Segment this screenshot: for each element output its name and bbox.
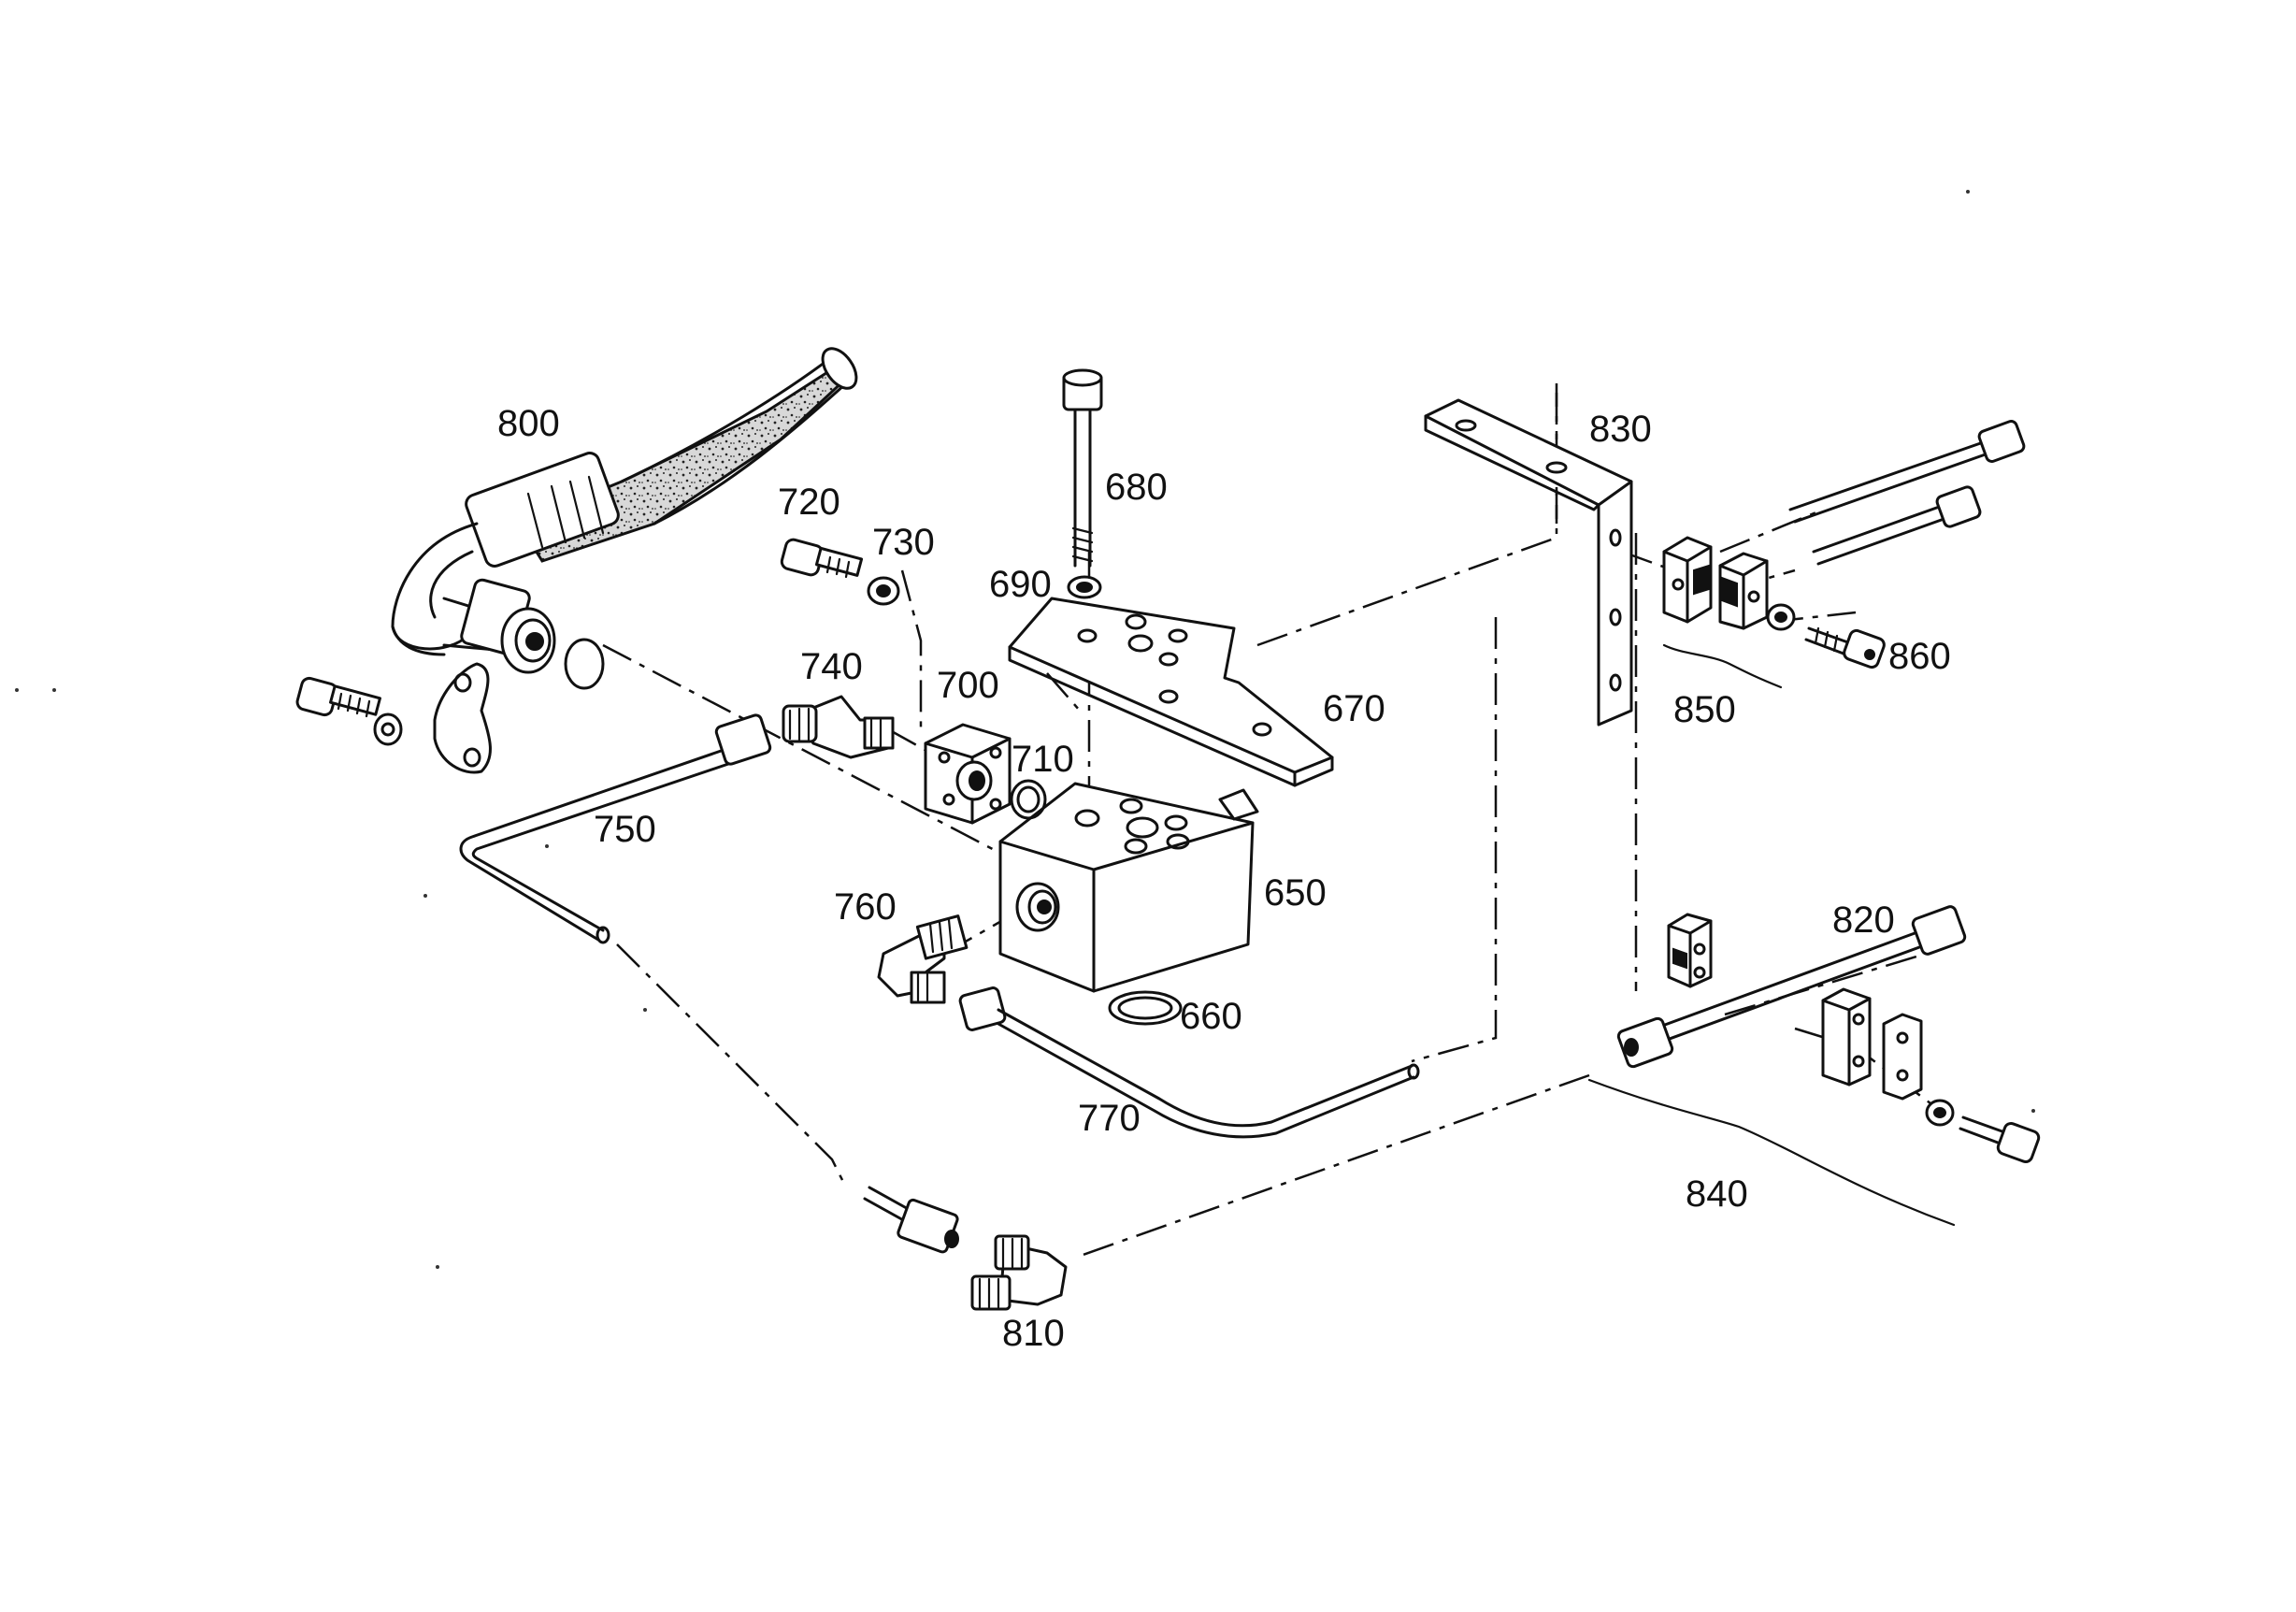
label-810: 810 <box>1002 1313 1065 1354</box>
label-720: 720 <box>778 482 840 523</box>
clamp-850 <box>1662 536 1783 689</box>
tube-770 <box>958 986 1420 1139</box>
bolt-680 <box>1062 368 1103 568</box>
label-850: 850 <box>1673 689 1736 730</box>
valve-block-650 <box>998 782 1259 993</box>
label-760: 760 <box>834 886 897 928</box>
flange-block-700 <box>924 723 1012 825</box>
label-710: 710 <box>1012 739 1074 780</box>
label-730: 730 <box>872 522 935 563</box>
label-800: 800 <box>497 403 560 444</box>
part-labels: 800 720 730 680 690 740 700 710 750 670 … <box>497 403 1951 1354</box>
elbow-fitting-760 <box>877 914 969 1004</box>
paper-specks <box>15 190 2035 1269</box>
screw-720 <box>780 538 864 579</box>
label-860: 860 <box>1888 636 1951 677</box>
hose-assembly-800 <box>391 347 858 690</box>
label-700: 700 <box>937 665 999 706</box>
washer-730 <box>867 576 900 606</box>
flange-clamp-800 <box>295 662 492 774</box>
clamp-840 <box>1587 913 2041 1227</box>
tube-750 <box>459 713 772 944</box>
label-690: 690 <box>989 564 1052 605</box>
label-680: 680 <box>1105 467 1168 508</box>
label-650: 650 <box>1264 872 1327 914</box>
bracket-830 <box>1424 398 1633 727</box>
o-ring-710 <box>1010 779 1047 820</box>
long-bolts <box>1788 420 2026 566</box>
label-840: 840 <box>1686 1173 1748 1215</box>
label-770: 770 <box>1078 1098 1141 1139</box>
elbow-fitting-740 <box>782 695 895 759</box>
label-670: 670 <box>1323 688 1385 729</box>
label-750: 750 <box>594 809 656 850</box>
screw-860 <box>1766 603 1886 669</box>
label-830: 830 <box>1589 409 1652 450</box>
label-740: 740 <box>800 646 863 687</box>
label-660: 660 <box>1180 996 1242 1037</box>
label-820: 820 <box>1832 900 1895 941</box>
plate-670 <box>1008 597 1334 787</box>
fitting-810 <box>863 1186 1068 1311</box>
tube-820 <box>1616 905 1967 1069</box>
o-ring-660 <box>1108 990 1183 1026</box>
washer-690 <box>1067 575 1102 599</box>
